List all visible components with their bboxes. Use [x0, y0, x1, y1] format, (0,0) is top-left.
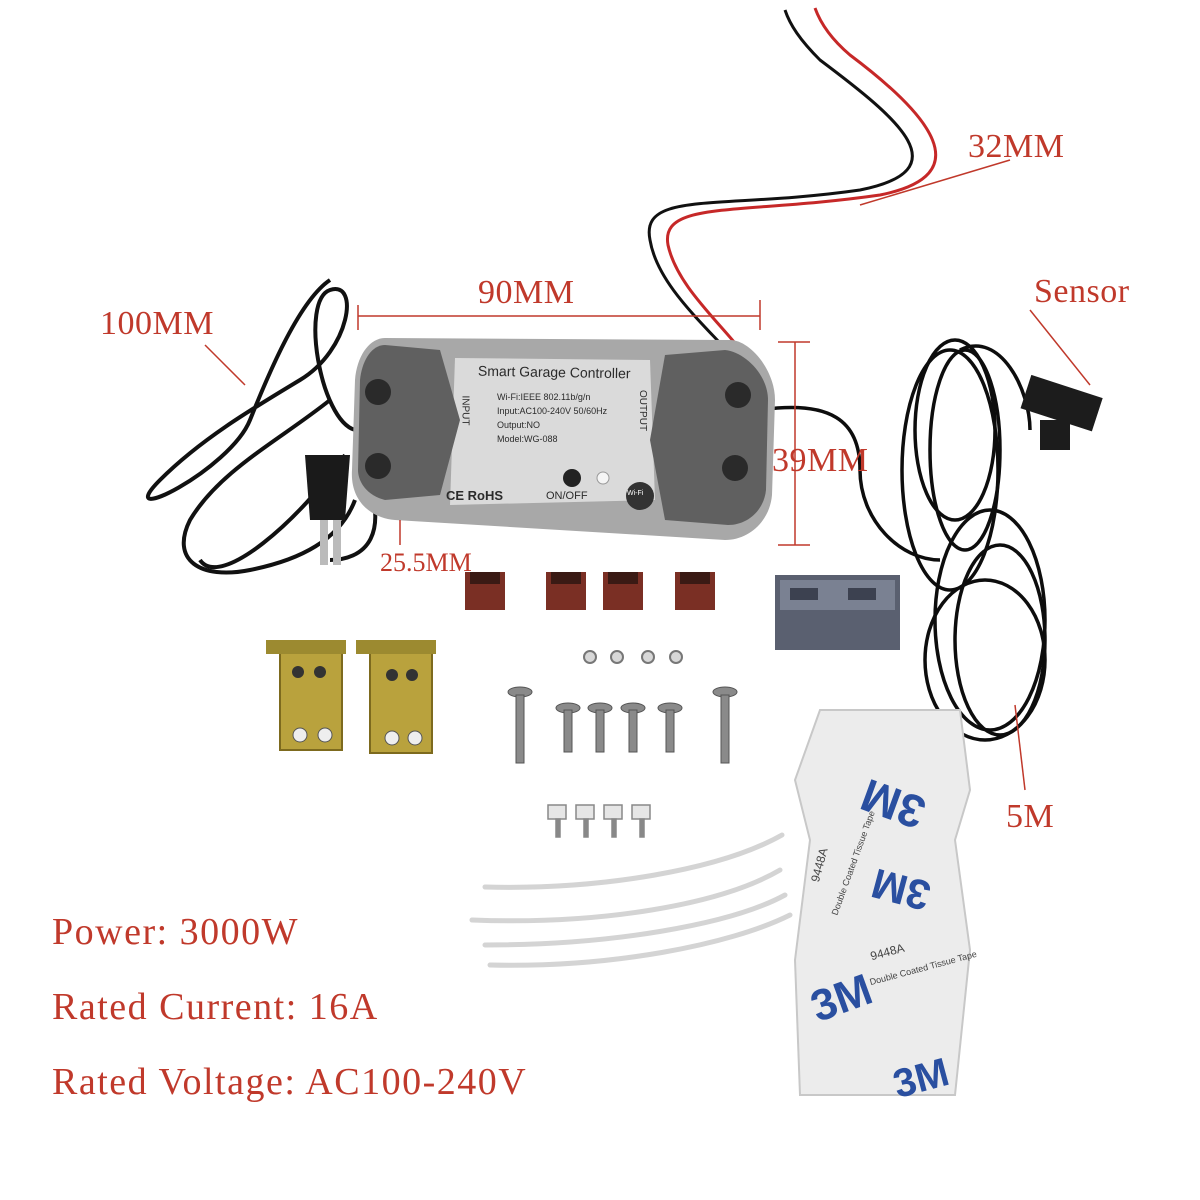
- screws: [507, 686, 738, 764]
- adhesive-pads: [465, 572, 715, 610]
- sensor-label: Sensor: [1034, 273, 1130, 310]
- device-wifi-badge: Wi-Fi: [627, 490, 644, 497]
- device-model: Model:WG-088: [497, 434, 558, 444]
- depth-label: 25.5MM: [380, 548, 472, 577]
- adhesive-tape-sheet: 3M 3M 3M 3M: [793, 709, 972, 1107]
- power-plug: [305, 455, 350, 565]
- spec-rated-voltage: Rated Voltage: AC100-240V: [52, 1061, 528, 1103]
- device-cert-mark: CE RoHS: [446, 488, 504, 503]
- spec-rated-current: Rated Current: 16A: [52, 986, 379, 1028]
- dimension-lines: [204, 159, 1091, 791]
- device-input-spec: Input:AC100-240V 50/60Hz: [497, 406, 608, 416]
- device-switch-label: ON/OFF: [546, 490, 588, 502]
- door-sensor: [1020, 374, 1103, 450]
- mounting-brackets: [266, 640, 436, 754]
- cable-clips: [547, 804, 651, 838]
- sensor-cable: [759, 338, 1047, 742]
- wire-length-label: 32MM: [968, 128, 1065, 165]
- device-output-label: OUTPUT: [637, 389, 649, 432]
- nuts: [583, 650, 683, 664]
- cord-length-label: 100MM: [100, 305, 214, 342]
- device-wifi-spec: Wi-Fi:IEEE 802.11b/g/n: [497, 392, 591, 402]
- controller-device: [351, 338, 775, 540]
- height-label: 39MM: [772, 442, 869, 479]
- device-input-label: INPUT: [459, 395, 471, 426]
- device-title: Smart Garage Controller: [477, 362, 631, 382]
- spec-power: Power: 3000W: [52, 911, 300, 953]
- output-wires: [647, 7, 938, 396]
- width-label: 90MM: [478, 274, 575, 311]
- magnet-block: [775, 575, 900, 650]
- sensor-cable-label: 5M: [1006, 798, 1055, 835]
- device-output-spec: Output:NO: [497, 420, 541, 430]
- cable-ties: [469, 832, 793, 968]
